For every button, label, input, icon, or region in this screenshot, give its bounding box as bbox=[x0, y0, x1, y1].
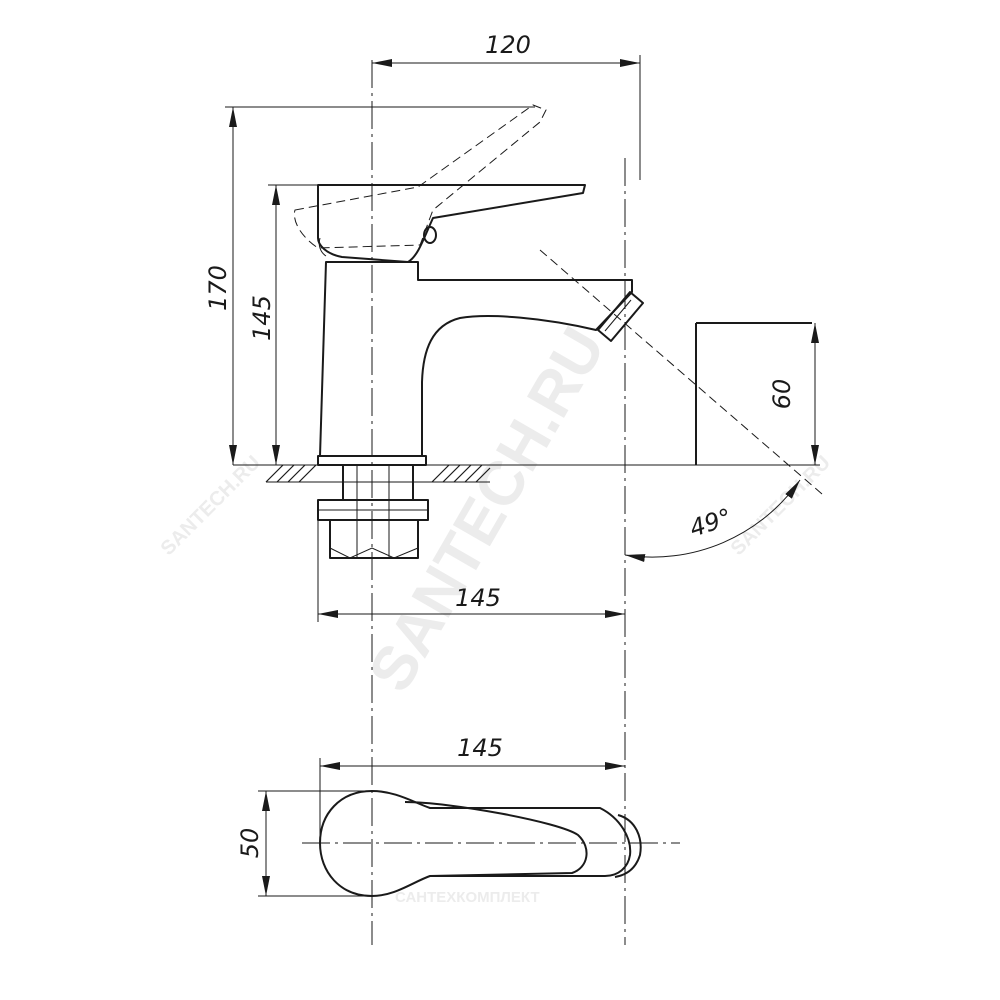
watermark-right: SANTECH.RU bbox=[727, 452, 835, 560]
dim-145-plan-label: 145 bbox=[457, 734, 503, 762]
dimension-body-height: 145 bbox=[248, 184, 318, 465]
dimension-spout-reach: 145 bbox=[317, 520, 625, 622]
dim-50-label: 50 bbox=[236, 828, 264, 859]
plan-lever bbox=[404, 801, 588, 877]
threaded-connector bbox=[317, 464, 429, 559]
dimension-top-width: 120 bbox=[372, 31, 641, 180]
plan-spout-end bbox=[614, 814, 642, 878]
side-view bbox=[233, 104, 823, 559]
dimension-plan-length: 145 bbox=[319, 734, 625, 843]
dimension-basin-height: 60 bbox=[768, 323, 819, 465]
aerator bbox=[597, 291, 644, 342]
countertop-hatch bbox=[265, 464, 491, 483]
dimension-plan-width: 50 bbox=[236, 790, 372, 897]
dim-145-reach-label: 145 bbox=[455, 584, 501, 612]
dim-170-label: 170 bbox=[204, 265, 232, 311]
dimension-total-height: 170 bbox=[204, 106, 535, 465]
dim-49-label: 49° bbox=[686, 503, 735, 543]
spout-axis bbox=[539, 249, 823, 495]
watermark-company: САНТЕХКОМПЛЕКТ bbox=[395, 889, 540, 906]
dim-60-label: 60 bbox=[768, 379, 796, 410]
basin-rim bbox=[695, 322, 812, 465]
dim-145-height-label: 145 bbox=[248, 295, 276, 341]
watermark-left: SANTECH.RU bbox=[157, 452, 265, 560]
dim-120-label: 120 bbox=[485, 31, 531, 59]
lever-handle bbox=[317, 184, 586, 263]
lever-handle-raised bbox=[293, 104, 547, 249]
